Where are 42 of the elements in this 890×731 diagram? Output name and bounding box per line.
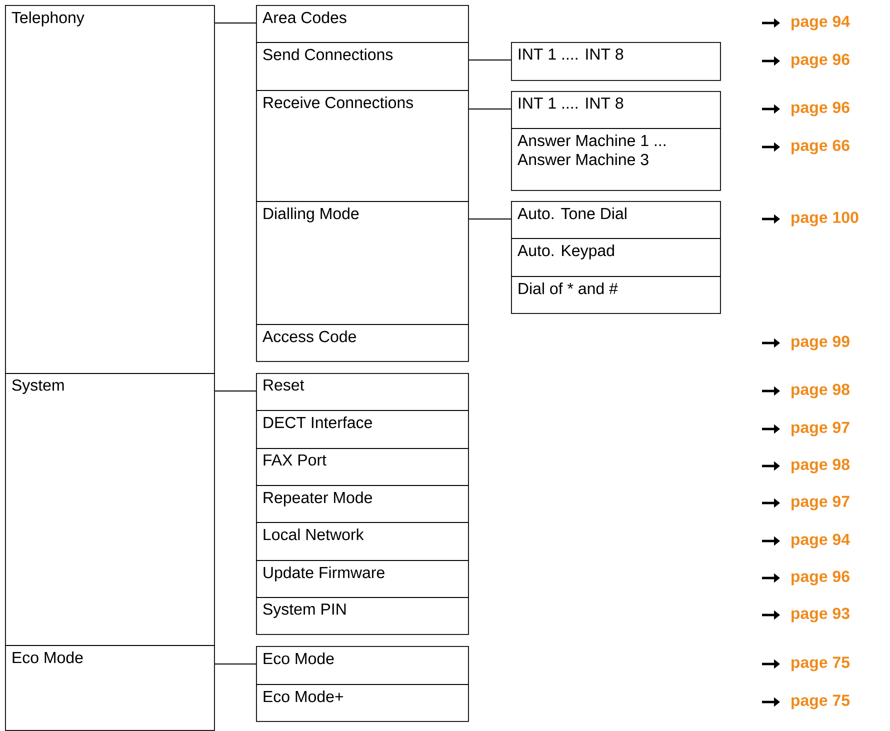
menu-box: Auto. Tone Dial	[511, 201, 721, 239]
menu-box: Dial of * and #	[511, 276, 721, 314]
connector-line	[214, 390, 256, 392]
page-reference: page 75	[792, 694, 850, 710]
menu-box: Send Connections	[256, 42, 469, 91]
menu-box: Eco Mode+	[256, 684, 469, 722]
page-reference: page 97	[792, 422, 850, 436]
menu-box: Repeater Mode	[256, 485, 469, 523]
menu-box: Auto. Keypad	[511, 238, 721, 277]
menu-box: Eco Mode	[5, 645, 215, 731]
menu-box: Eco Mode	[256, 646, 469, 685]
menu-box: Telephony	[5, 5, 215, 374]
page-reference: page 96	[792, 570, 850, 586]
page-reference: page 98	[792, 384, 850, 398]
menu-box: INT 1 .... INT 8	[511, 42, 721, 81]
menu-box: Access Code	[256, 324, 469, 362]
menu-box: Local Network	[256, 522, 469, 561]
page-reference: page 93	[792, 608, 850, 622]
page-reference: page 96	[792, 54, 850, 68]
menu-box: Reset	[256, 373, 469, 411]
menu-box: DECT Interface	[256, 410, 469, 449]
menu-box: Area Codes	[256, 5, 469, 43]
page-reference: page 97	[792, 496, 850, 510]
menu-box: Update Firmware	[256, 560, 469, 598]
menu-box: System PIN	[256, 597, 469, 635]
connector-line	[468, 218, 512, 220]
menu-box: Answer Machine 1 ... Answer Machine 3	[511, 128, 721, 191]
menu-box: Receive Connections	[256, 90, 469, 202]
page-reference: page 75	[792, 656, 850, 672]
menu-box: System	[5, 373, 215, 646]
connector-line	[214, 22, 256, 24]
page-reference: page 100	[792, 212, 858, 226]
menu-box: FAX Port	[256, 448, 469, 486]
page-reference: page 98	[792, 458, 850, 474]
page-reference: page 96	[792, 102, 850, 116]
page-reference: page 94	[792, 16, 850, 30]
page-reference: page 99	[792, 336, 850, 350]
page-reference: page 66	[792, 140, 850, 154]
menu-box: INT 1 .... INT 8	[511, 91, 721, 129]
page-reference: page 94	[792, 534, 850, 548]
connector-line	[468, 108, 512, 110]
menu-box: Dialling Mode	[256, 201, 469, 325]
